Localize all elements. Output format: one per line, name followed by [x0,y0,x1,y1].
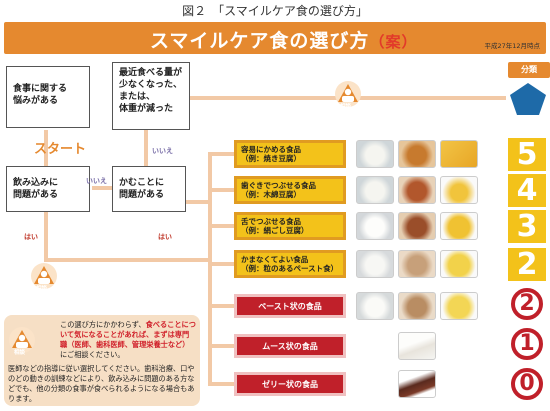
title-banner [4,22,546,54]
food-item-5: 容易にかめる食品 （例：焼き豆腐） [234,140,346,168]
label-hai-left: はい [24,233,38,241]
banner-title-suffix: （案） [369,33,418,51]
food-photo-mousse [398,332,436,360]
food-photo-custard [440,212,478,240]
food-photo-porridge [356,176,394,204]
note-part2: 食べることについて気になることがあれば、まずは専門職（医師、歯科医師、管理栄養士… [60,320,196,349]
connector-red-1 [208,344,234,348]
label-iie-up: いいえ [152,147,173,155]
node-meal-worry: 食事に関する 悩みがある [6,66,90,128]
node-swallow: 飲み込みに 問題がある [6,166,90,212]
class-number-5: 5 [508,138,546,171]
food-photo-paste [440,292,478,320]
connector-food-2 [208,262,234,266]
class-number-2-red: 2 [511,288,543,320]
consult-icon [30,262,58,290]
banner-title: スマイルケア食の選び方（案） [150,26,417,53]
food-item-mousse: ムース状の食品 [234,334,346,358]
banner-title-text: スマイルケア食の選び方 [150,30,370,52]
note-box [4,315,200,406]
food-example: （例：木綿豆腐） [241,190,301,200]
connector-hai-down [44,212,48,262]
food-photo-paste [398,250,436,278]
pentagon-icon [509,82,547,116]
food-title: 容易にかめる食品 [241,145,301,154]
consult-icon [334,80,362,108]
banner-date: 平成27年12月時点 [484,42,540,50]
label-start: スタート [34,142,87,157]
connector-chew-to-trunk [185,200,209,204]
note-part3: にご相談ください。 [60,349,125,359]
food-photo-jelly [398,370,436,398]
food-photo-stew [398,176,436,204]
connector-red-2 [208,304,234,308]
food-item-3: 舌でつぶせる食品 （例：絹ごし豆腐） [234,212,346,240]
consult-label-1: 相談 [340,104,352,110]
note-intro: この選び方にかかわらず、食べることについて気になることがあれば、まずは専門職（医… [60,320,196,360]
food-photo-rice [356,140,394,168]
connector-red-trunk [208,262,212,384]
food-photo-paste [356,292,394,320]
food-item-4: 歯ぐきでつぶせる食品 （例：木綿豆腐） [234,176,346,204]
consult-icon [8,326,36,354]
connector-foods-trunk [208,152,212,266]
food-photo-paste [398,292,436,320]
food-example: （例：絹ごし豆腐） [241,226,309,236]
connector-red-0 [208,382,234,386]
food-title: 舌でつぶせる食品 [241,217,301,226]
food-photo-paste [356,250,394,278]
connector-iie-right [92,186,112,190]
class-number-3: 3 [508,210,546,243]
food-item-paste: ペースト状の食品 [234,294,346,318]
food-photo-tofu [440,140,478,168]
food-item-2: かまなくてよい食品 （例：粒のあるペースト食） [234,250,346,278]
food-title: かまなくてよい食品 [241,255,309,264]
consult-label-2: 相談 [36,286,48,292]
connector-hai-across [44,258,212,262]
food-photo-porridge [356,212,394,240]
label-hai-right: はい [158,233,172,241]
food-item-jelly: ゼリー状の食品 [234,372,346,396]
class-number-0-red: 0 [511,368,543,400]
food-example: （例：焼き豆腐） [241,154,301,164]
food-title: 歯ぐきでつぶせる食品 [241,181,316,190]
class-number-1-red: 1 [511,328,543,360]
node-appetite: 最近食べる量が 少なくなった、 または、 体重が減った [112,62,190,130]
connector-start-down [44,130,48,166]
food-photo-stew [398,140,436,168]
food-example: （例：粒のあるペースト食） [241,264,339,274]
connector-food-3 [208,224,234,228]
consult-label-3: 相談 [14,350,26,356]
node-chew: かむことに 問題がある [112,166,186,212]
class-number-4: 4 [508,174,546,207]
food-photo-paste [440,250,478,278]
note-part1: この選び方にかかわらず、 [60,320,146,329]
connector-iie-up [144,130,148,166]
note-body: 医師などの指導に従い選択してください。歯科治療、口やのどの動きの訓練などにより、… [8,364,195,403]
class-number-2: 2 [508,248,546,281]
food-photo-egg [440,176,478,204]
food-photo-stew [398,212,436,240]
bunrui-badge: 分類 [508,62,550,78]
figure-caption: 図２ 「スマイルケア食の選び方」 [182,4,368,18]
label-iie-right: いいえ [86,177,107,185]
connector-food-5 [208,152,234,156]
connector-food-4 [208,188,234,192]
